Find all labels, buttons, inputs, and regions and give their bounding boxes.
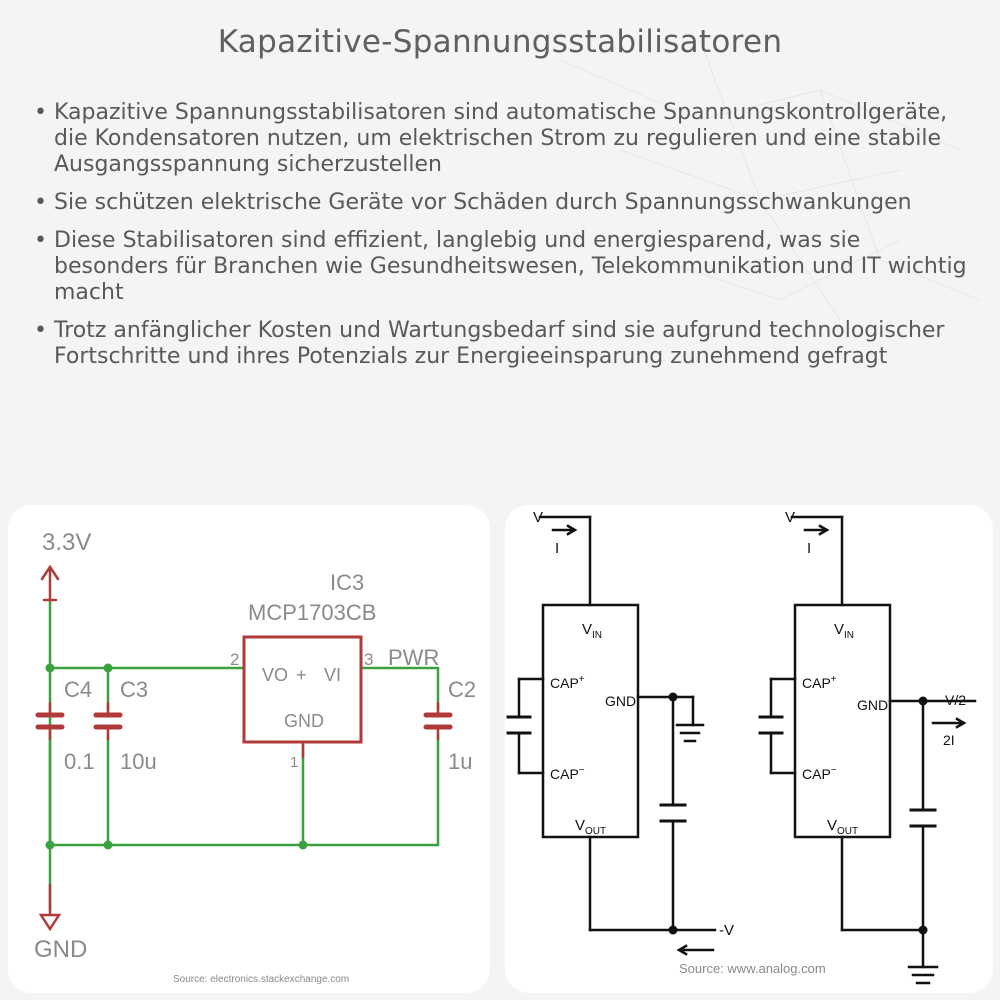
pin-plus-label: + [296, 665, 307, 685]
charge-pump-schematic: V I VIN CAP+ CAP− GND VOUT -V V I VIN CA… [506, 509, 977, 985]
schematic-wires [48, 598, 440, 912]
junction-dots [668, 692, 928, 935]
current-2i-label: 2I [943, 732, 955, 748]
ldo-schematic-panel: 3.3V GND IC3 MCP1703CB VO + VI GND 2 3 1… [8, 505, 490, 993]
cap-plus-pin-label: CAP+ [550, 674, 585, 691]
bullet-list: Kapazitive Spannungsstabilisatoren sind … [34, 100, 969, 382]
v-in-label: V [533, 509, 543, 526]
current-in-label-2: I [807, 540, 811, 557]
pin1-number: 1 [290, 754, 298, 771]
bullet-item: Sie schützen elektrische Geräte vor Schä… [34, 190, 969, 216]
ground-label: GND [34, 936, 87, 963]
ic-part-label: MCP1703CB [248, 600, 376, 625]
ic-ref-label: IC3 [330, 570, 364, 595]
cap-plus-pin-label-2: CAP+ [802, 674, 837, 691]
half-voltage-label: V/2 [945, 692, 966, 708]
pin3-number: 3 [364, 650, 373, 669]
pin-vo-label: VO [262, 665, 288, 685]
gnd-pin-label: GND [605, 693, 636, 709]
c4-name: C4 [64, 677, 92, 702]
gnd-pin-label-2: GND [857, 697, 888, 713]
page-title: Kapazitive-Spannungsstabilisatoren [217, 24, 783, 60]
net-pwr-label: PWR [388, 645, 439, 670]
c3-value: 10u [120, 749, 157, 774]
junction-dots [45, 663, 308, 850]
c4-value: 0.1 [64, 749, 95, 774]
source-label: Source: www.analog.com [679, 961, 826, 976]
v-in-label-2: V [785, 509, 795, 526]
vin-pin-label: VIN [582, 621, 602, 641]
bullet-item: Kapazitive Spannungsstabilisatoren sind … [34, 100, 969, 178]
vout-pin-label-2: VOUT [827, 817, 858, 837]
c2-value: 1u [448, 749, 472, 774]
vin-pin-label-2: VIN [834, 621, 854, 641]
source-label: Source: electronics.stackexchange.com [173, 974, 349, 985]
bullet-item: Trotz anfänglicher Kosten und Wartungsbe… [34, 318, 969, 370]
charge-pump-panel: V I VIN CAP+ CAP− GND VOUT -V V I VIN CA… [505, 505, 993, 993]
ldo-schematic: 3.3V GND IC3 MCP1703CB VO + VI GND 2 3 1… [34, 529, 476, 985]
divider-config [758, 515, 977, 985]
current-in-label: I [555, 540, 559, 557]
supply-label: 3.3V [42, 529, 91, 556]
pin-gnd-label: GND [284, 711, 324, 731]
cap-minus-pin-label-2: CAP− [802, 765, 837, 782]
c2-name: C2 [448, 677, 476, 702]
bullet-item: Diese Stabilisatoren sind effizient, lan… [34, 228, 969, 306]
pin2-number: 2 [230, 650, 239, 669]
pin-vi-label: VI [324, 665, 341, 685]
schematic-components [35, 564, 453, 932]
inverter-config [506, 515, 717, 956]
c3-name: C3 [120, 677, 148, 702]
cap-minus-pin-label: CAP− [550, 765, 585, 782]
vout-pin-label: VOUT [575, 817, 606, 837]
negative-output-label: -V [719, 922, 734, 939]
